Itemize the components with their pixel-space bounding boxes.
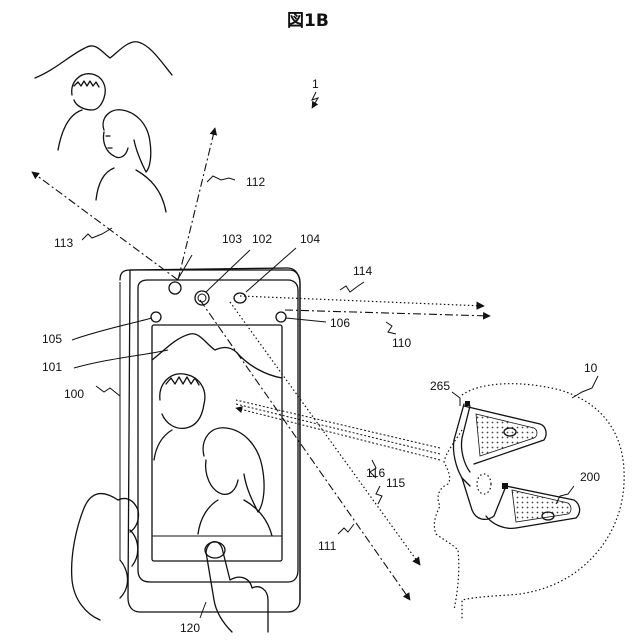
glasses-eye-region	[477, 474, 491, 494]
woman-hair	[103, 110, 151, 172]
label-120: 120	[180, 621, 200, 635]
label-113: 113	[54, 236, 73, 250]
axis-116-line-b	[236, 404, 440, 454]
head-with-glasses	[434, 384, 624, 620]
label-106: 106	[330, 316, 350, 330]
leader-114	[340, 282, 364, 292]
face-profile	[434, 430, 462, 610]
man-head	[72, 74, 106, 110]
phone-screen	[152, 325, 282, 561]
pointing-finger-edge	[206, 552, 232, 632]
glasses-lens-edge	[461, 406, 470, 472]
label-114: 114	[353, 264, 372, 278]
left-hand-palm	[72, 494, 118, 620]
axis-112-line	[178, 128, 215, 280]
glasses-hinge-bottom	[502, 483, 508, 489]
man-hair	[74, 81, 99, 87]
leader-111	[338, 524, 354, 534]
leader-103	[178, 255, 192, 279]
label-111: 111	[318, 539, 337, 553]
ir-emitter-105	[151, 312, 161, 322]
glasses-hinge-top	[465, 401, 470, 406]
leader-265	[452, 392, 460, 406]
label-system: 1	[312, 77, 319, 91]
label-265: 265	[430, 379, 450, 393]
woman-features	[106, 136, 112, 148]
screen-man-shoulder	[154, 430, 172, 460]
label-104: 104	[300, 232, 320, 246]
hand-illustration	[72, 494, 268, 632]
axis-114-line	[240, 296, 484, 306]
label-112: 112	[246, 175, 265, 189]
axis-116-line-a	[236, 400, 440, 448]
leader-112	[207, 176, 235, 182]
leader-106	[286, 318, 326, 322]
system-pointer-arrow	[312, 92, 318, 108]
label-105: 105	[42, 332, 62, 346]
figure-title: 図1B	[287, 11, 329, 31]
label-103: 103	[222, 232, 242, 246]
label-101: 101	[42, 360, 62, 374]
screen-woman-hair	[203, 428, 264, 512]
leader-113	[82, 228, 112, 240]
screen-mountain	[152, 334, 282, 378]
leader-105	[72, 318, 152, 340]
axis-111-line	[200, 300, 410, 600]
woman-shoulders	[96, 168, 166, 212]
label-200: 200	[580, 470, 600, 484]
leader-115	[376, 486, 382, 504]
mountain-outline	[35, 42, 172, 78]
man-shoulder	[58, 110, 82, 150]
pointing-finger	[206, 542, 268, 632]
label-100: 100	[64, 387, 84, 401]
leader-102	[206, 250, 250, 292]
label-110: 110	[392, 336, 411, 350]
front-camera-lens	[198, 294, 206, 302]
screen-woman-face	[206, 460, 238, 494]
light-sensor-103	[169, 282, 181, 294]
scene-illustration	[35, 42, 172, 212]
label-102: 102	[252, 232, 272, 246]
leader-120	[200, 602, 206, 618]
glasses-lower-temple-pattern	[512, 490, 571, 522]
rear-camera-104	[234, 293, 246, 303]
leader-10	[572, 376, 598, 398]
leader-100	[96, 386, 120, 396]
label-116: 116	[366, 466, 385, 480]
ir-camera-106	[276, 312, 286, 322]
label-115: 115	[386, 476, 405, 490]
label-10: 10	[584, 361, 598, 375]
axis-110-line	[285, 310, 490, 316]
leader-110	[386, 322, 396, 334]
